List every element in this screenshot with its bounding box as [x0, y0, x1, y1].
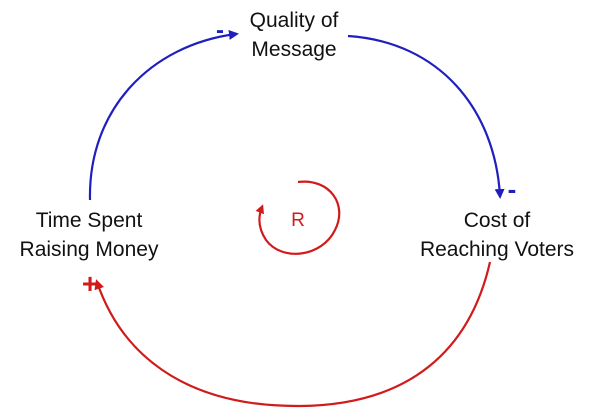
node-cost-line2: Reaching Voters — [420, 238, 574, 261]
node-cost-line1: Cost of — [464, 209, 531, 232]
node-quality-line1: Quality of — [250, 9, 339, 32]
loop-arrow — [255, 180, 341, 255]
node-quality-of-message: Quality of Message — [250, 9, 339, 61]
loop-label: R — [291, 210, 305, 231]
polarity-quality-to-cost: - — [508, 174, 517, 204]
polarity-time-to-quality: - — [216, 17, 224, 44]
link-quality-to-cost — [347, 34, 505, 199]
node-time-line2: Raising Money — [20, 238, 159, 261]
node-cost-of-reaching-voters: Cost of Reaching Voters — [420, 209, 574, 261]
link-time-to-quality — [88, 29, 239, 201]
polarity-cost-to-time: + — [82, 268, 98, 299]
node-time-spent-raising-money: Time Spent Raising Money — [20, 209, 159, 261]
node-time-line1: Time Spent — [36, 209, 143, 232]
node-quality-line2: Message — [251, 38, 336, 61]
link-cost-to-time — [94, 261, 492, 408]
